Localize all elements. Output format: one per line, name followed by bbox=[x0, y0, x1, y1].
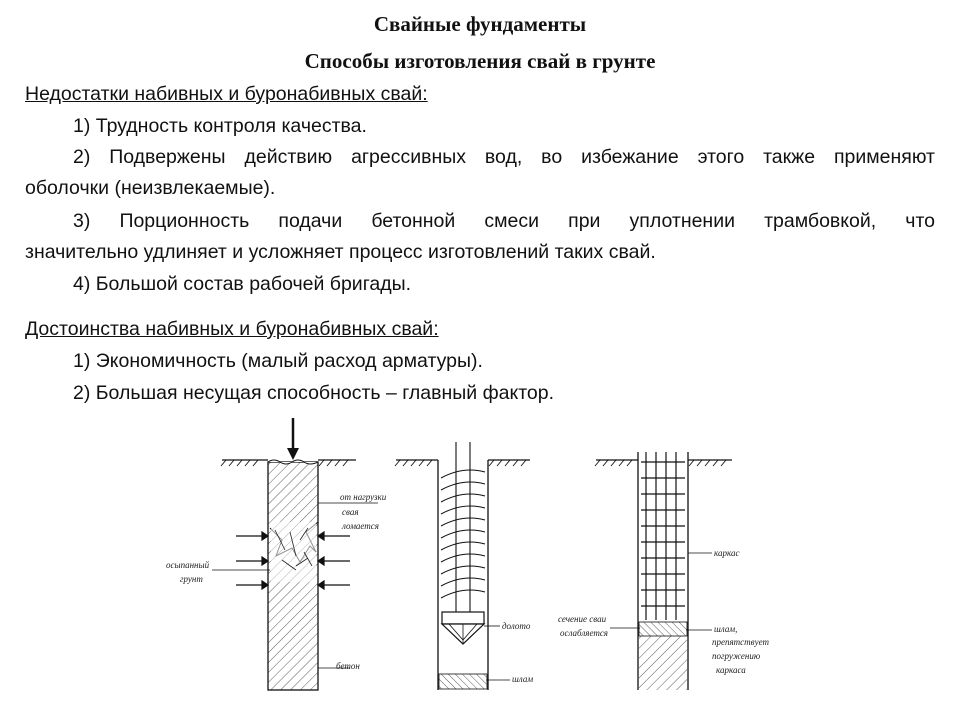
label-crumbles2: ломается bbox=[341, 521, 379, 531]
label-crumbles1: свая bbox=[342, 507, 359, 517]
diagram-auger: долото шлам bbox=[394, 442, 533, 690]
label-section1: сечение сваи bbox=[558, 614, 607, 624]
label-immersion: погружению bbox=[712, 651, 761, 661]
drawback-2: 2) Подвержены действию агрессивных вод, … bbox=[73, 146, 935, 168]
drawback-2-cont: оболочки (неизвлекаемые). bbox=[25, 177, 276, 199]
label-sludge2: шлам, bbox=[714, 624, 737, 634]
soil-pressure-arrows-left bbox=[236, 530, 270, 591]
label-prevents: препятствует bbox=[712, 637, 769, 647]
concrete-below bbox=[639, 636, 687, 690]
diagram-cast-pile: от нагрузки свая ломается осыпанный грун… bbox=[166, 418, 387, 691]
label-cage2: каркаса bbox=[716, 665, 746, 675]
drawback-4: 4) Большой состав рабочей бригады. bbox=[73, 273, 412, 295]
auger-spiral bbox=[440, 469, 486, 599]
label-bit: долото bbox=[502, 621, 531, 631]
pile-top-rough bbox=[267, 459, 319, 465]
drawback-1: 1) Трудность контроля качества. bbox=[73, 115, 367, 137]
label-concrete: бетон bbox=[336, 661, 360, 671]
label-load: от нагрузки bbox=[340, 492, 387, 502]
label-cage: каркас bbox=[714, 548, 739, 558]
drawbacks-heading: Недостатки набивных и буронабивных свай: bbox=[25, 83, 428, 105]
weak-section bbox=[638, 621, 688, 637]
diagram-cage: каркас сечение сваи ослабляется шлам, пр… bbox=[558, 452, 769, 690]
label-sludge: шлам bbox=[512, 674, 533, 684]
soil-pressure-arrows-right bbox=[316, 530, 350, 591]
reinforcement-cage bbox=[641, 452, 685, 620]
advantages-heading: Достоинства набивных и буронабивных свай… bbox=[25, 318, 439, 340]
advantage-1: 1) Экономичность (малый расход арматуры)… bbox=[73, 350, 483, 372]
label-soil2: грунт bbox=[180, 574, 203, 584]
page-subtitle: Способы изготовления свай в грунте bbox=[304, 49, 656, 73]
drawback-3: 3) Порционность подачи бетонной смеси пр… bbox=[73, 210, 935, 232]
advantage-2: 2) Большая несущая способность – главный… bbox=[73, 382, 555, 404]
drill-bit-body bbox=[441, 611, 485, 625]
label-soil1: осыпанный bbox=[166, 560, 210, 570]
page-title: Свайные фундаменты bbox=[373, 12, 587, 36]
load-arrow-head bbox=[287, 448, 299, 460]
sludge-bottom bbox=[438, 673, 488, 690]
drawback-3-cont: значительно удлиняет и усложняет процесс… bbox=[25, 241, 656, 263]
label-section2: ослабляется bbox=[560, 628, 608, 638]
